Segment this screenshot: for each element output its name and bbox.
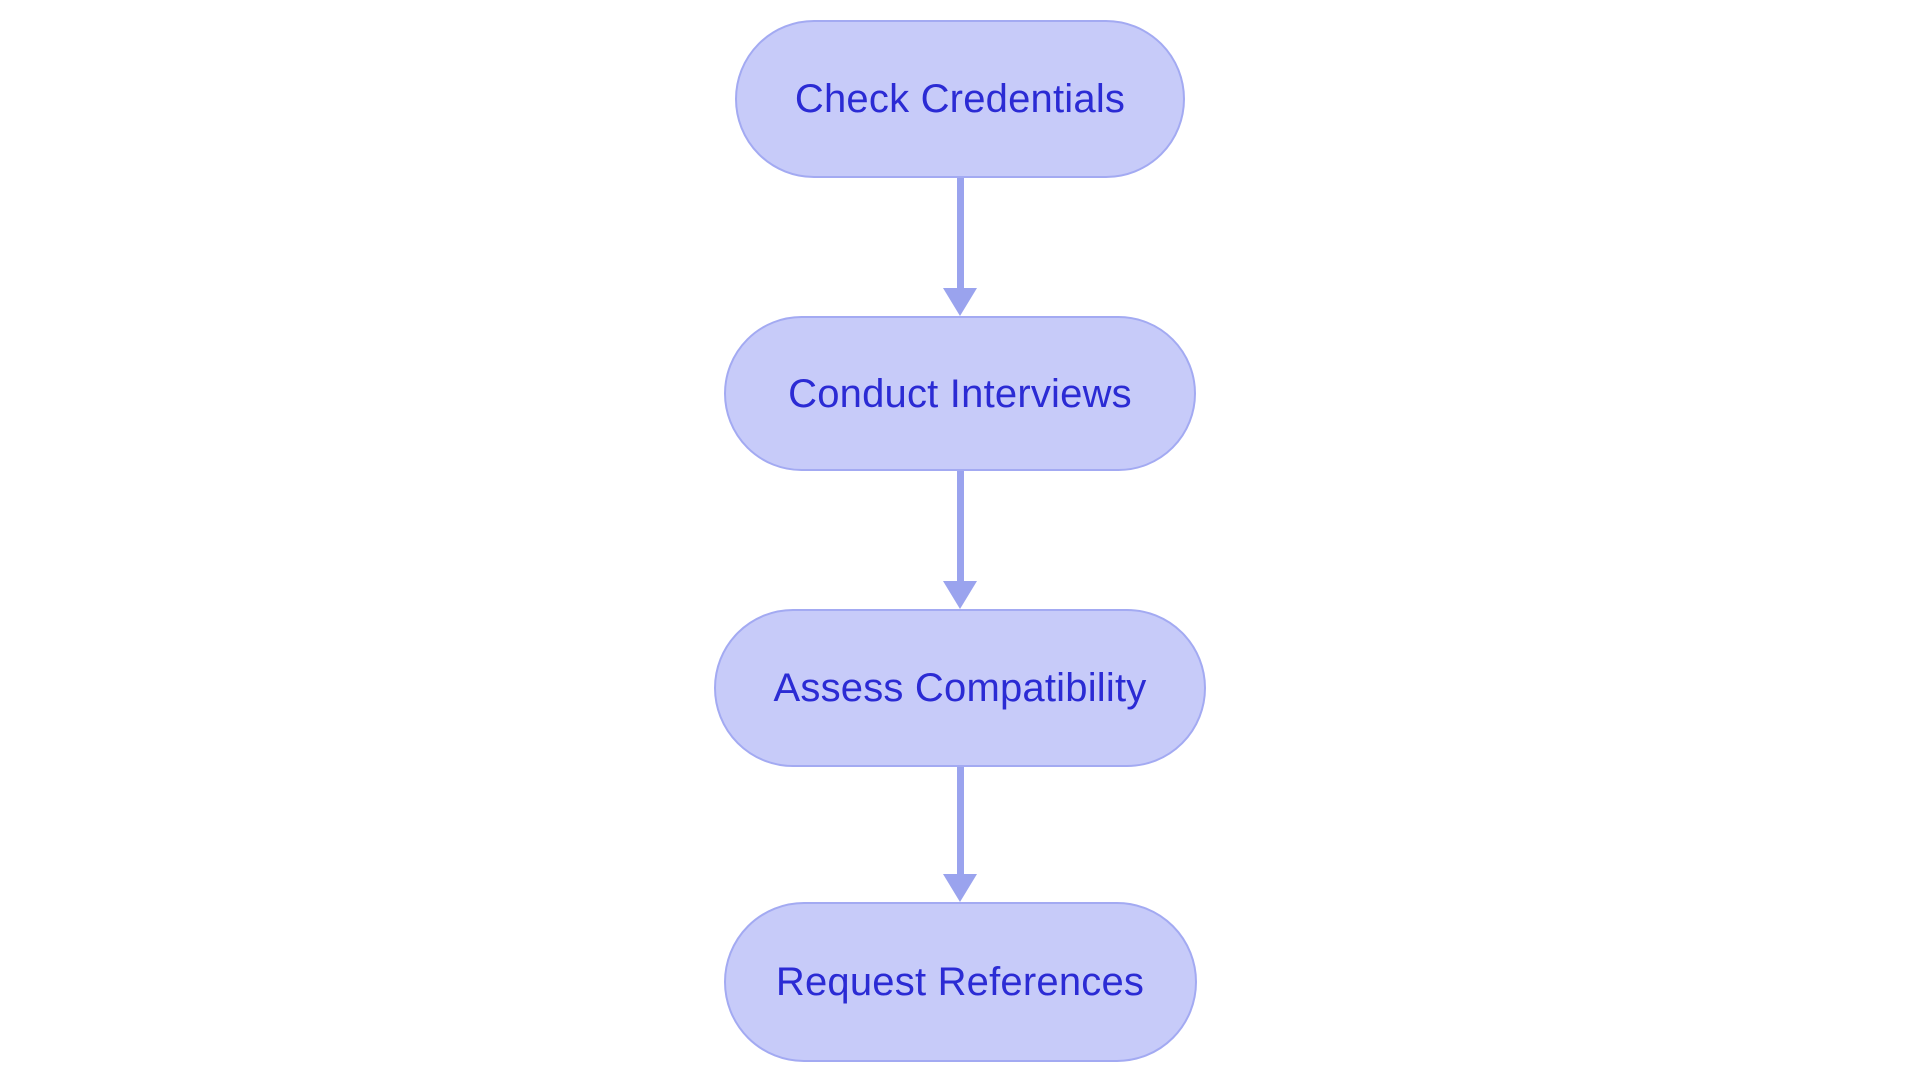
edge-line bbox=[956, 178, 964, 288]
arrow-down-icon bbox=[943, 581, 977, 609]
flowchart-node-label: Request References bbox=[775, 960, 1145, 1004]
arrow-down-icon bbox=[943, 874, 977, 902]
flowchart-node-label: Assess Compatibility bbox=[773, 666, 1147, 710]
flowchart-node-label: Conduct Interviews bbox=[788, 371, 1132, 416]
flowchart-node-conduct-interviews[interactable]: Conduct Interviews bbox=[724, 316, 1196, 471]
edge-line bbox=[956, 471, 964, 581]
arrow-down-icon bbox=[943, 288, 977, 316]
flowchart-edge-conduct-interviews-to-assess-compatibility bbox=[940, 471, 980, 609]
flowchart-node-label: Check Credentials bbox=[794, 77, 1126, 121]
flowchart-edge-check-credentials-to-conduct-interviews bbox=[940, 178, 980, 316]
flowchart-node-request-references[interactable]: Request References bbox=[723, 902, 1197, 1062]
flowchart-edge-assess-compatibility-to-request-references bbox=[940, 767, 980, 902]
flowchart-node-assess-compatibility[interactable]: Assess Compatibility bbox=[714, 609, 1206, 767]
edge-line bbox=[956, 767, 964, 874]
flowchart-node-check-credentials[interactable]: Check Credentials bbox=[735, 20, 1185, 178]
